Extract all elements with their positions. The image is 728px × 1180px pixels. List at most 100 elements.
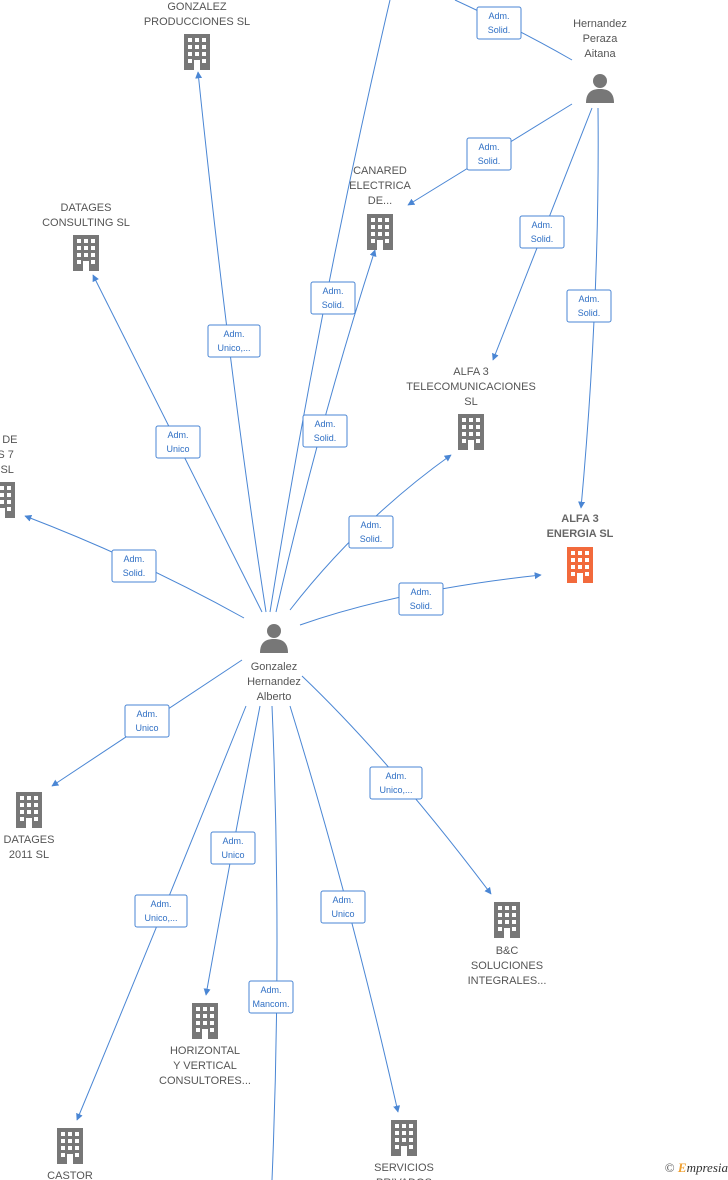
node-alfa3-energia[interactable]: ALFA 3 ENERGIA SL	[547, 513, 614, 583]
edge-label[interactable]: Adm. Solid.	[302, 414, 348, 448]
edge-label[interactable]: Adm. Unico	[320, 890, 366, 924]
node-castor[interactable]: CASTOR	[47, 1128, 93, 1180]
edge-label-text: Solid.	[314, 433, 337, 443]
edge-label-box	[310, 281, 356, 315]
node-label: SL	[464, 396, 477, 408]
node-label: Hernandez	[247, 676, 301, 688]
edges-layer	[24, 0, 599, 1180]
edge-line	[271, 705, 278, 1180]
person-icon	[586, 74, 614, 103]
brand-name: mpresia	[686, 1160, 728, 1175]
edge-label-box	[320, 890, 366, 924]
edge-label-text: Adm.	[260, 985, 281, 995]
building-icon	[458, 414, 484, 450]
edge-label-box	[398, 582, 444, 616]
edge-label-text: Unico,...	[144, 913, 177, 923]
edge-label-text: Adm.	[223, 329, 244, 339]
edge-label[interactable]: Adm. Mancom.	[248, 980, 294, 1014]
edge-label-box	[134, 894, 188, 928]
node-label: ENERGIA SL	[547, 528, 614, 540]
node-partial-left[interactable]: TA DEAS 7S SL	[0, 434, 17, 518]
edge-label-text: Solid.	[531, 234, 554, 244]
edge-label-text: Unico	[331, 909, 354, 919]
node-label: S SL	[0, 464, 14, 476]
edge-label-text: Adm.	[360, 520, 381, 530]
building-icon	[16, 792, 42, 828]
edge-label[interactable]: Adm.Solid.	[519, 215, 565, 249]
edge-label[interactable]: Adm.Solid.	[398, 582, 444, 616]
node-label: ELECTRICA	[349, 180, 411, 192]
edge-label-box	[210, 831, 256, 865]
brand-initial: E	[677, 1160, 687, 1175]
node-label: Gonzalez	[251, 661, 297, 673]
edge-label-text: Unico	[135, 723, 158, 733]
building-icon	[367, 214, 393, 250]
edge-label-text: Solid.	[360, 534, 383, 544]
node-label: Alberto	[257, 691, 292, 703]
edge-label[interactable]: Adm.Solid.	[476, 6, 522, 40]
node-label: DE...	[368, 195, 392, 207]
edge-label[interactable]: Adm. Solid.	[348, 515, 394, 549]
edge-label[interactable]: Adm.Solid.	[111, 549, 157, 583]
edge-line	[195, 71, 267, 613]
node-bc-soluciones[interactable]: B&CSOLUCIONESINTEGRALES...	[468, 902, 547, 987]
edge-label-text: Adm.	[314, 419, 335, 429]
node-label: SOLUCIONES	[471, 960, 543, 972]
edge-label-box	[348, 515, 394, 549]
edge-label-box	[302, 414, 348, 448]
node-label: PRIVADOS	[376, 1177, 432, 1180]
node-label: DATAGES	[4, 834, 55, 846]
edge-label-text: Adm.	[123, 554, 144, 564]
edge-label-box	[207, 324, 261, 358]
node-label: CONSULTORES...	[159, 1075, 251, 1087]
edge-label[interactable]: Adm.Solid.	[310, 281, 356, 315]
building-icon	[567, 547, 593, 583]
building-icon	[391, 1120, 417, 1156]
edge-label-text: Adm.	[322, 286, 343, 296]
edge-label-box	[248, 980, 294, 1014]
edge-label-box	[111, 549, 157, 583]
brand-footer: © Empresia	[665, 1160, 728, 1176]
edge-label[interactable]: Adm.Solid.	[466, 137, 512, 171]
edge-label-text: Mancom.	[252, 999, 289, 1009]
edge-label[interactable]: Adm. Unico	[124, 704, 170, 738]
edge-label[interactable]: Adm.Unico,...	[369, 766, 423, 800]
node-label: ALFA 3	[561, 513, 599, 525]
node-label: TELECOMUNICACIONES	[406, 381, 536, 393]
edge-label-text: Solid.	[410, 601, 433, 611]
edge-labels-layer: Adm. Solid. Adm. Solid. Adm. Solid. Adm. Solid.…	[111, 6, 612, 1014]
edge-label[interactable]: Adm.Unico,...	[134, 894, 188, 928]
edge-label-text: Adm.	[332, 895, 353, 905]
edge-label-text: Adm.	[167, 430, 188, 440]
edge-label-text: Adm.	[578, 294, 599, 304]
edge-label[interactable]: Adm.Unico	[155, 425, 201, 459]
edge-label-text: Solid.	[478, 156, 501, 166]
node-servicios[interactable]: SERVICIOSPRIVADOS	[374, 1120, 434, 1180]
node-label: TA DE	[0, 434, 17, 446]
building-icon	[494, 902, 520, 938]
edge-label-box	[476, 6, 522, 40]
node-label: CASTOR	[47, 1170, 93, 1180]
edge-label-text: Adm.	[136, 709, 157, 719]
edge-label-text: Unico,...	[217, 343, 250, 353]
node-canared[interactable]: CANAREDELECTRICADE...	[349, 165, 412, 250]
edge-label-text: Adm.	[222, 836, 243, 846]
node-label: GONZALEZ	[167, 1, 227, 13]
edge-label[interactable]: Adm.Unico	[210, 831, 256, 865]
edge-label[interactable]: Adm. Unico,...	[207, 324, 261, 358]
edge-label-box	[519, 215, 565, 249]
edge-label[interactable]: Adm.Solid.	[566, 289, 612, 323]
node-label: CONSULTING SL	[42, 217, 130, 229]
edge-label-text: Adm.	[385, 771, 406, 781]
edge-label-box	[566, 289, 612, 323]
building-icon	[73, 235, 99, 271]
